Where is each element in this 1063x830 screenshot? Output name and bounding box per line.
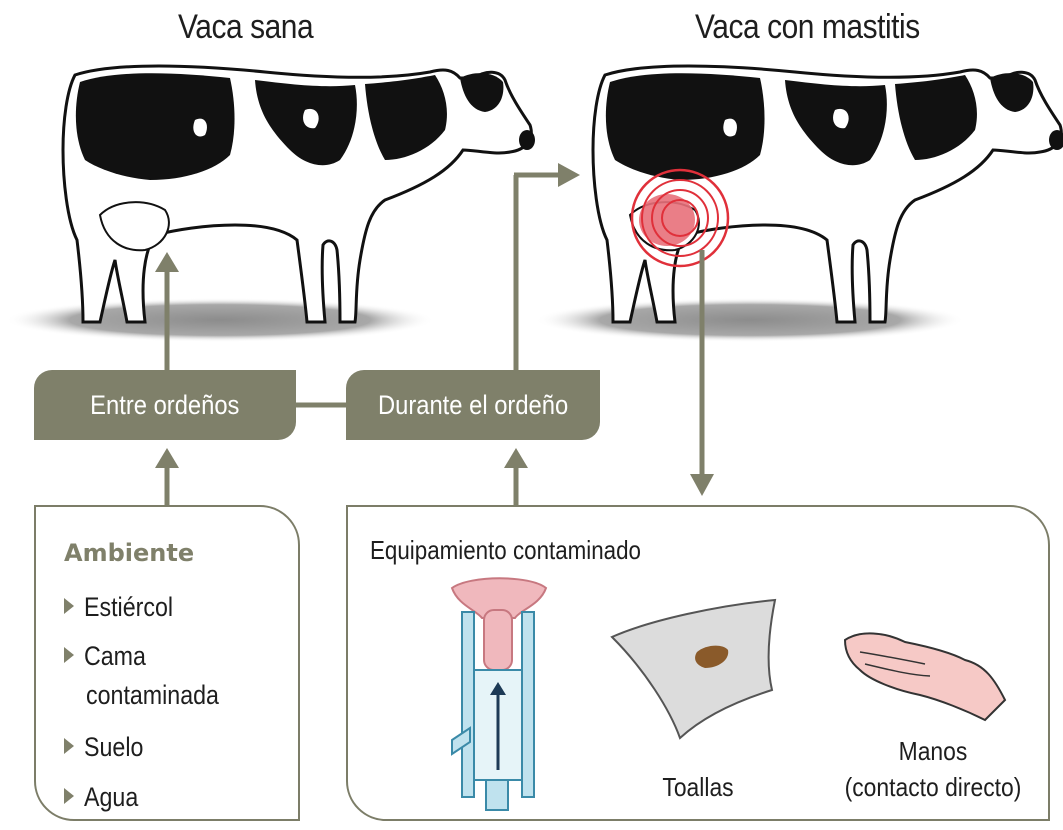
hands-label-line2: (contacto directo)	[844, 772, 1022, 802]
title-mastitis-cow: Vaca con mastitis	[695, 8, 920, 46]
stage-during-label: Durante el ordeño	[377, 389, 569, 420]
hands-label-line1: Manos	[898, 736, 968, 766]
bullet-icon	[64, 647, 74, 663]
title-healthy-cow: Vaca sana	[178, 8, 314, 46]
towels-label: Toallas	[662, 772, 734, 802]
bullet-icon	[64, 598, 74, 614]
flow-arrows	[155, 163, 714, 506]
environment-item-water: Agua	[64, 775, 147, 819]
hand-icon	[843, 632, 1007, 722]
environment-item-bedding-cont: contaminada	[86, 680, 219, 710]
environment-title: Ambiente	[64, 539, 195, 567]
milking-cup-icon	[450, 577, 548, 811]
environment-item-floor: Suelo	[64, 725, 153, 769]
cow-mastitis-icon	[533, 64, 1063, 344]
bullet-icon	[64, 738, 74, 754]
environment-item-bedding: Cama	[64, 634, 156, 678]
environment-box: Ambiente Estiércol Cama contaminada Suel…	[34, 505, 300, 821]
stage-during-milking: Durante el ordeño	[346, 370, 600, 440]
equipment-title: Equipamiento contaminado	[370, 535, 641, 565]
environment-item-manure: Estiércol	[64, 585, 188, 629]
cow-healthy-icon	[3, 64, 537, 344]
stage-between-label: Entre ordeños	[90, 389, 240, 420]
towel-icon	[610, 598, 777, 740]
equipment-box: Equipamiento contaminado Toallas Manos (…	[346, 505, 1050, 821]
bullet-icon	[64, 788, 74, 804]
stage-between-milkings: Entre ordeños	[34, 370, 296, 440]
